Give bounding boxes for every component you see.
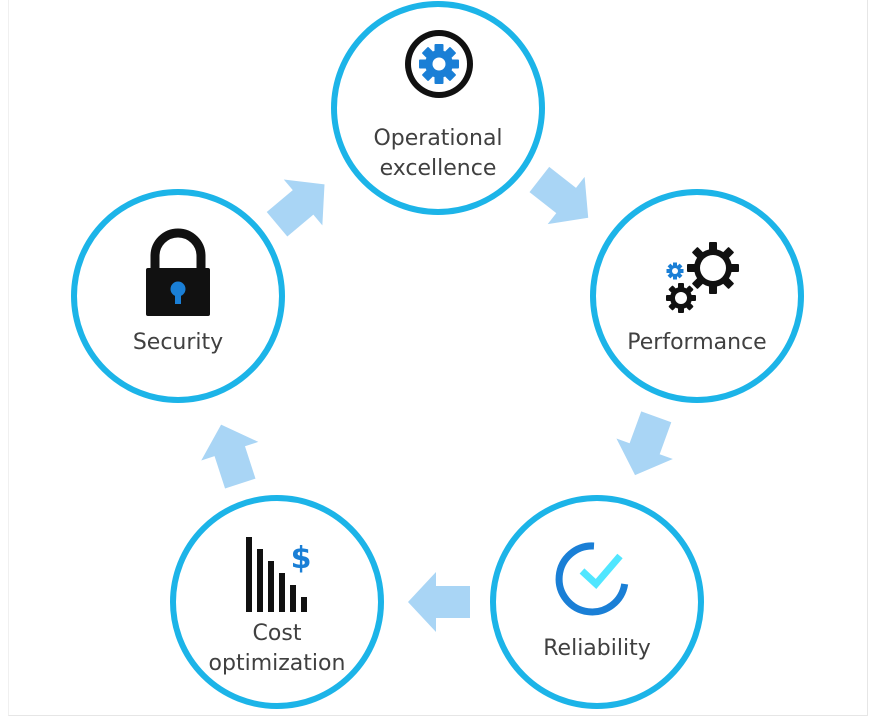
svg-text:$: $ — [291, 541, 312, 576]
bar-chart-dollar-icon: $ — [246, 537, 311, 612]
arrow-cost-to-security — [201, 424, 259, 489]
arrow-performance-to-reliability — [616, 411, 673, 476]
diagram-frame — [8, 0, 868, 716]
pillar-ring — [331, 1, 545, 215]
arrow-operational-to-performance — [529, 166, 589, 225]
checkmark-icon — [555, 542, 629, 616]
pillar-label-line-1: Cost — [253, 621, 302, 646]
pillar-label-line-1: Operational — [373, 126, 502, 151]
arrow-reliability-to-cost — [408, 572, 470, 632]
pillar-operational-excellence: Operational excellence — [331, 1, 545, 215]
arrow-security-to-operational — [266, 179, 325, 237]
pillar-reliability: Reliability — [490, 495, 704, 709]
pillar-ring — [490, 495, 704, 709]
padlock-icon — [146, 228, 210, 316]
pillar-cost-optimization: $ Cost optimization — [170, 495, 384, 709]
pillar-security: Security — [71, 189, 285, 403]
pillar-label-line-2: excellence — [380, 156, 497, 181]
pillar-label-line-2: optimization — [209, 651, 346, 676]
pillar-label: Performance — [627, 330, 766, 355]
gear-icon — [405, 30, 473, 98]
pillar-label: Security — [133, 330, 223, 355]
pillar-performance: Performance — [590, 189, 804, 403]
pillar-ring — [590, 189, 804, 403]
pillar-ring — [170, 495, 384, 709]
pillar-label: Reliability — [543, 636, 651, 661]
gears-icon — [666, 242, 739, 313]
